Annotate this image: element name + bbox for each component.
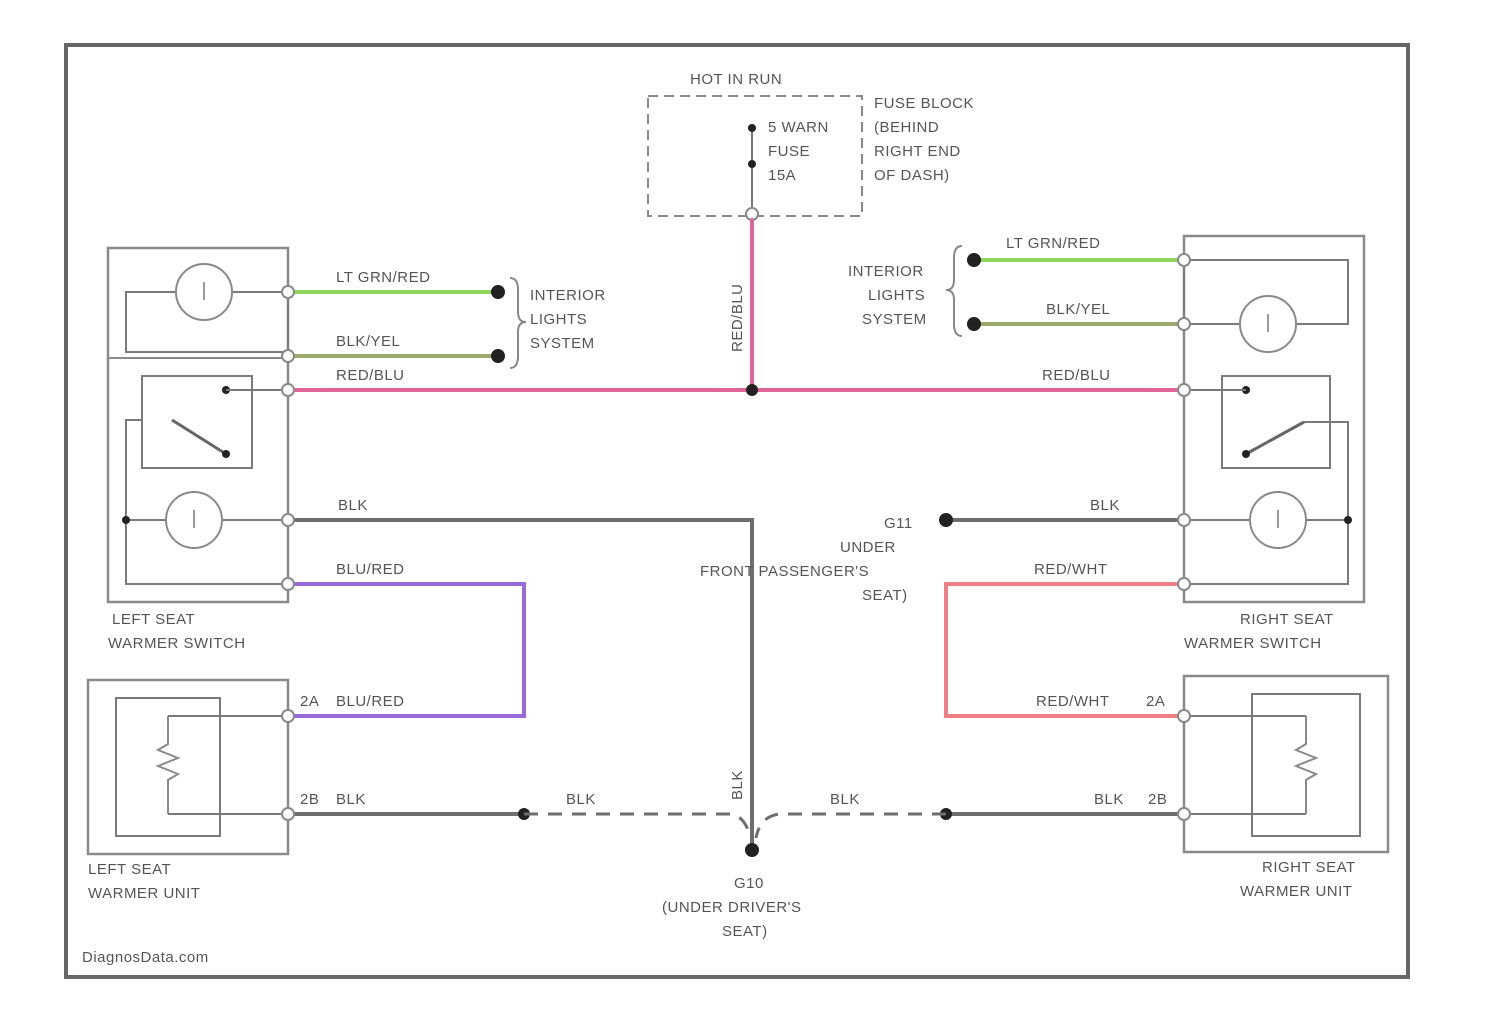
left-seat-warmer-switch [108, 248, 294, 602]
fuse-line-1: 5 WARN [768, 119, 829, 136]
wire-label-blk-right-unit: BLK [1094, 791, 1124, 808]
diagram-frame [66, 45, 1408, 977]
wire-pin-2b-right: 2B [1148, 791, 1167, 808]
switch-icon [172, 420, 226, 454]
fuse-desc-1: FUSE BLOCK [874, 95, 974, 112]
interior-right-2: LIGHTS [868, 287, 925, 304]
g10-id: G10 [734, 875, 764, 892]
interior-left-1: INTERIOR [530, 287, 606, 304]
wire-label-lt-grn-red-left: LT GRN/RED [336, 269, 430, 286]
fuse-block: HOT IN RUN 5 WARN FUSE 15A FUSE BLOCK (B… [648, 71, 974, 220]
ground-g11-dot [939, 513, 953, 527]
wire-blk-right-dashed [756, 814, 946, 838]
wire-label-blk-vertical: BLK [729, 770, 746, 800]
wire-label-blk-yel-left: BLK/YEL [336, 333, 400, 350]
wire-label-red-blu-left: RED/BLU [336, 367, 405, 384]
hot-in-run-label: HOT IN RUN [690, 71, 782, 88]
interior-left-2: LIGHTS [530, 311, 587, 328]
g11-line-2: FRONT PASSENGER'S [700, 563, 869, 580]
left-seat-warmer-unit [88, 680, 294, 854]
left-unit-label-1: LEFT SEAT [88, 861, 171, 878]
wire-pin-2a-right: 2A [1146, 693, 1165, 710]
interior-right-1: INTERIOR [848, 263, 924, 280]
g11-id: G11 [884, 515, 913, 532]
wire-label-blu-red-lower: BLU/RED [336, 693, 405, 710]
splice-red-blu [746, 384, 758, 396]
g10-line-2: SEAT) [722, 923, 768, 940]
right-unit-label-2: WARMER UNIT [1240, 883, 1352, 900]
ground-g10-dot [745, 843, 759, 857]
wire-label-lt-grn-red-right: LT GRN/RED [1006, 235, 1100, 252]
heater-element-icon [1296, 716, 1316, 814]
wire-label-red-blu-right: RED/BLU [1042, 367, 1111, 384]
right-seat-warmer-unit [1178, 676, 1388, 852]
wire-label-red-blu-vertical: RED/BLU [729, 283, 746, 352]
g11-line-1: UNDER [840, 539, 896, 556]
right-seat-warmer-switch [1178, 236, 1364, 602]
interior-right-3: SYSTEM [862, 311, 927, 328]
right-unit-label-1: RIGHT SEAT [1262, 859, 1356, 876]
left-switch-label-1: LEFT SEAT [112, 611, 195, 628]
wire-label-red-wht-lower: RED/WHT [1036, 693, 1110, 710]
fuse-line-2: FUSE [768, 143, 810, 160]
wire-pin-2b-left: 2B [300, 791, 319, 808]
fuse-line-3: 15A [768, 167, 796, 184]
fuse-desc-2: (BEHIND [874, 119, 939, 136]
heater-element-icon [158, 716, 178, 814]
wire-label-blk-yel-right: BLK/YEL [1046, 301, 1110, 318]
wire-blk-left-dashed [524, 814, 750, 838]
wire-blu-red [288, 584, 524, 716]
g11-line-3: SEAT) [862, 587, 908, 604]
wire-label-blk-right-dashed: BLK [830, 791, 860, 808]
wire-label-blk-right-switch: BLK [1090, 497, 1120, 514]
watermark: DiagnosData.com [82, 949, 209, 966]
wire-label-red-wht-upper: RED/WHT [1034, 561, 1108, 578]
wire-label-blu-red-upper: BLU/RED [336, 561, 405, 578]
wire-label-blk-left-unit: BLK [336, 791, 366, 808]
switch-icon [1246, 422, 1304, 454]
fuse-desc-4: OF DASH) [874, 167, 950, 184]
interior-left-3: SYSTEM [530, 335, 595, 352]
g10-line-1: (UNDER DRIVER'S [662, 899, 802, 916]
right-switch-label-2: WARMER SWITCH [1184, 635, 1322, 652]
left-switch-label-2: WARMER SWITCH [108, 635, 246, 652]
right-switch-label-1: RIGHT SEAT [1240, 611, 1334, 628]
left-unit-label-2: WARMER UNIT [88, 885, 200, 902]
fuse-desc-3: RIGHT END [874, 143, 961, 160]
wire-label-blk-left-switch: BLK [338, 497, 368, 514]
wire-label-blk-left-dashed: BLK [566, 791, 596, 808]
wire-pin-2a-left: 2A [300, 693, 319, 710]
